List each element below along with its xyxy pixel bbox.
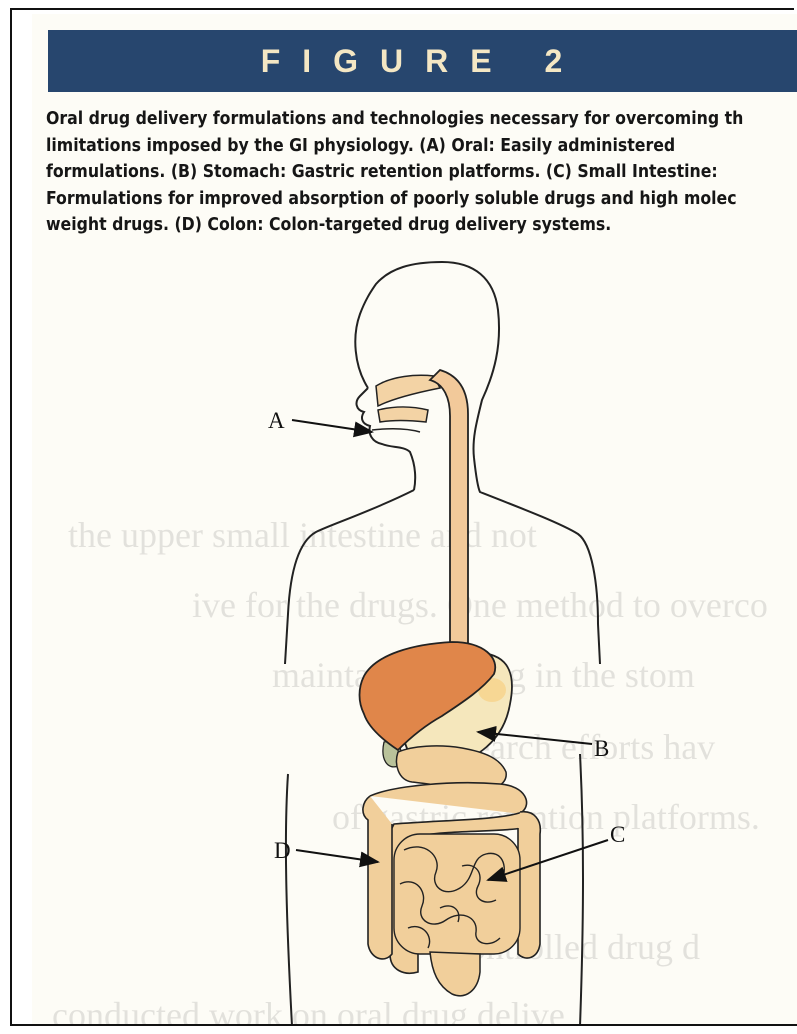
esophagus: [430, 370, 468, 654]
small-intestine: [394, 834, 520, 954]
gi-tract-diagram: A B C D: [32, 14, 797, 1026]
label-c: C: [610, 822, 625, 847]
rectum: [430, 952, 480, 996]
arrow-d: [296, 850, 378, 862]
scanned-page: the upper small intestine and not ive fo…: [32, 14, 797, 1026]
page-bottom-rule: [28, 1024, 797, 1026]
descending-colon: [518, 812, 540, 958]
ascending-colon: [363, 796, 392, 959]
label-b: B: [594, 736, 609, 761]
label-d: D: [274, 838, 291, 863]
label-a: A: [268, 408, 285, 433]
oral-cavity: [372, 375, 440, 432]
arrow-a: [292, 420, 372, 432]
